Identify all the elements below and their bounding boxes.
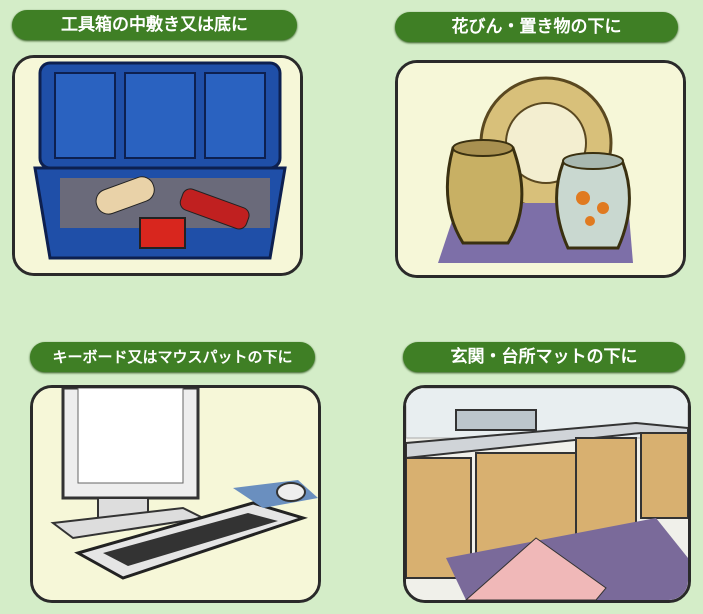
panel-label: 花びん・置き物の下に	[395, 12, 678, 42]
toolbox-icon	[15, 58, 300, 273]
panel-label: 工具箱の中敷き又は底に	[12, 10, 297, 40]
keyboard-icon	[33, 388, 318, 600]
panel-label: 玄関・台所マットの下に	[403, 342, 685, 372]
vases-illustration	[395, 60, 686, 278]
toolbox-illustration	[12, 55, 303, 276]
panel-label: キーボード又はマウスパットの下に	[30, 342, 315, 372]
vases-icon	[398, 63, 683, 275]
keyboard-illustration	[30, 385, 321, 603]
kitchen-mat-icon	[406, 388, 688, 600]
kitchen-mat-illustration	[403, 385, 691, 603]
